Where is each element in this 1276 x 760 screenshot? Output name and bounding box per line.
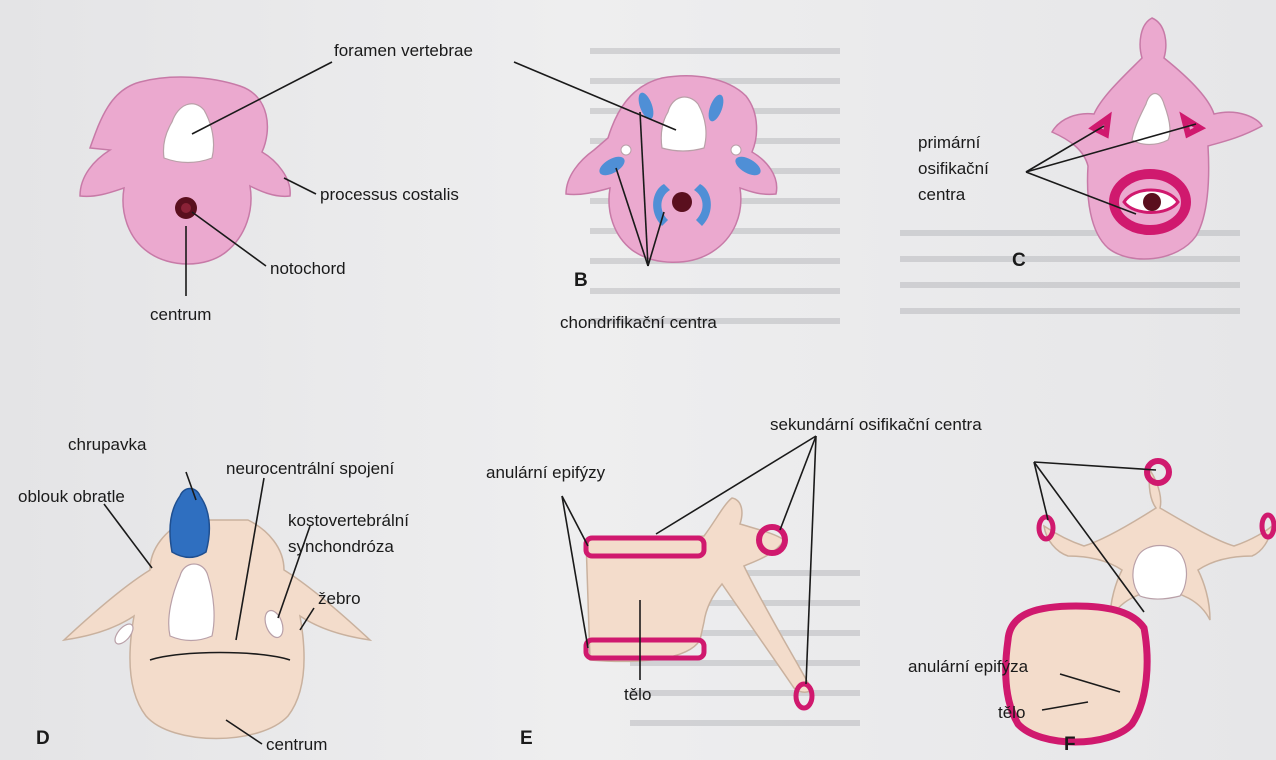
panel-f: anulární epifýza tělo F [908, 461, 1274, 755]
leader-sekundarni-2 [780, 436, 816, 530]
label-oblouk-obratle: oblouk obratle [18, 487, 125, 506]
leader-anularni-e2 [562, 496, 588, 648]
panel-f-foramen-hole [1133, 546, 1187, 600]
label-anularni-epifyzy: anulární epifýzy [486, 463, 606, 482]
panel-letter-f: F [1064, 734, 1076, 755]
label-zebro: žebro [318, 589, 361, 608]
panel-c-notochord-dot [1143, 193, 1161, 211]
panel-letter-d: D [36, 728, 50, 749]
panel-letter-e: E [520, 728, 533, 749]
label-primarni-line2: osifikační [918, 159, 989, 178]
panel-c: primární osifikační centra C [918, 18, 1262, 271]
label-centrum-a: centrum [150, 305, 211, 324]
panel-b: B chondrifikační centra [514, 62, 777, 332]
label-primarni-line3: centra [918, 185, 966, 204]
label-centrum-d: centrum [266, 735, 327, 754]
label-chrupavka: chrupavka [68, 435, 147, 454]
panel-a-notochord-core [181, 203, 191, 213]
leader-sekundarni-3 [806, 436, 816, 684]
label-primarni-line1: primární [918, 133, 981, 152]
panel-letter-b: B [574, 270, 588, 291]
panel-d-cartilage-cap [170, 489, 209, 558]
label-processus-costalis: processus costalis [320, 185, 459, 204]
label-anularni-epifyza: anulární epifýza [908, 657, 1029, 676]
panel-d: chrupavka oblouk obratle neurocentrální … [18, 435, 409, 754]
label-chondrifikacni-centra: chondrifikační centra [560, 313, 717, 332]
label-neurocentralni-spojeni: neurocentrální spojení [226, 459, 395, 478]
panel-e: anulární epifýzy sekundární osifikační c… [486, 415, 982, 749]
panel-a: foramen vertebrae processus costalis not… [80, 41, 473, 324]
panel-b-notochord-dot [672, 192, 692, 212]
panel-b-small-foramen-left [621, 145, 631, 155]
label-sekundarni-osifikacni-centra: sekundární osifikační centra [770, 415, 982, 434]
leader-oblouk [104, 504, 152, 568]
leader-sekundarni-f1 [1034, 462, 1156, 470]
label-synchondroza: synchondróza [288, 537, 394, 556]
label-telo-f: tělo [998, 703, 1025, 722]
label-kostovertebralni: kostovertebrální [288, 511, 409, 530]
panel-letter-c: C [1012, 250, 1026, 271]
label-telo-e: tělo [624, 685, 651, 704]
panel-b-small-foramen-right [731, 145, 741, 155]
label-notochord: notochord [270, 259, 346, 278]
label-foramen-vertebrae: foramen vertebrae [334, 41, 473, 60]
